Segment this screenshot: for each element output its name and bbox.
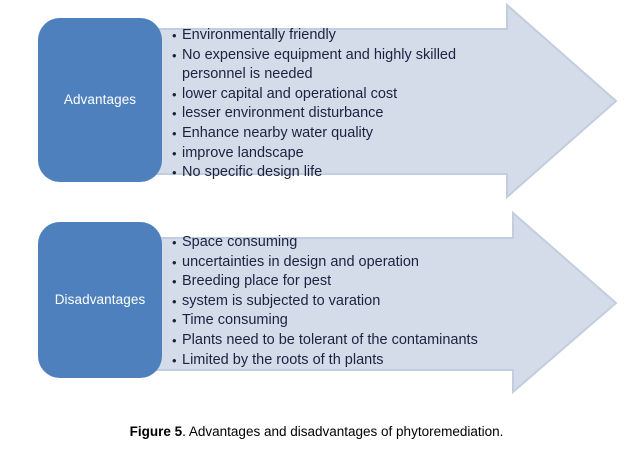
- advantages-arrow-block: Advantages Environmentally friendly No e…: [0, 0, 633, 200]
- disadvantages-label-box: Disadvantages: [38, 222, 162, 378]
- list-item: lesser environment disturbance: [172, 104, 502, 124]
- list-item: Time consuming: [172, 311, 517, 331]
- figure-caption: Figure 5. Advantages and disadvantages o…: [0, 424, 633, 439]
- figure-caption-text: . Advantages and disadvantages of phytor…: [182, 424, 504, 439]
- list-item: uncertainties in design and operation: [172, 253, 517, 273]
- advantages-label-text: Advantages: [63, 91, 137, 107]
- list-item: Environmentally friendly: [172, 26, 502, 46]
- advantages-bullet-list: Environmentally friendly No expensive eq…: [172, 26, 502, 183]
- advantages-label-box: Advantages: [38, 18, 162, 182]
- figure-canvas: Advantages Environmentally friendly No e…: [0, 0, 633, 410]
- disadvantages-bullet-list: Space consuming uncertainties in design …: [172, 233, 517, 370]
- list-item: No specific design life: [172, 163, 502, 183]
- list-item: Breeding place for pest: [172, 272, 517, 292]
- list-item: Space consuming: [172, 233, 517, 253]
- list-item: Limited by the roots of th plants: [172, 351, 517, 371]
- disadvantages-label-text: Disadvantages: [54, 291, 146, 307]
- list-item: lower capital and operational cost: [172, 85, 502, 105]
- figure-caption-label: Figure 5: [129, 424, 183, 439]
- list-item: No expensive equipment and highly skille…: [172, 46, 502, 85]
- list-item: Enhance nearby water quality: [172, 124, 502, 144]
- list-item: improve landscape: [172, 144, 502, 164]
- list-item: system is subjected to varation: [172, 292, 517, 312]
- list-item: Plants need to be tolerant of the contam…: [172, 331, 517, 351]
- disadvantages-arrow-block: Disadvantages Space consuming uncertaint…: [0, 205, 633, 405]
